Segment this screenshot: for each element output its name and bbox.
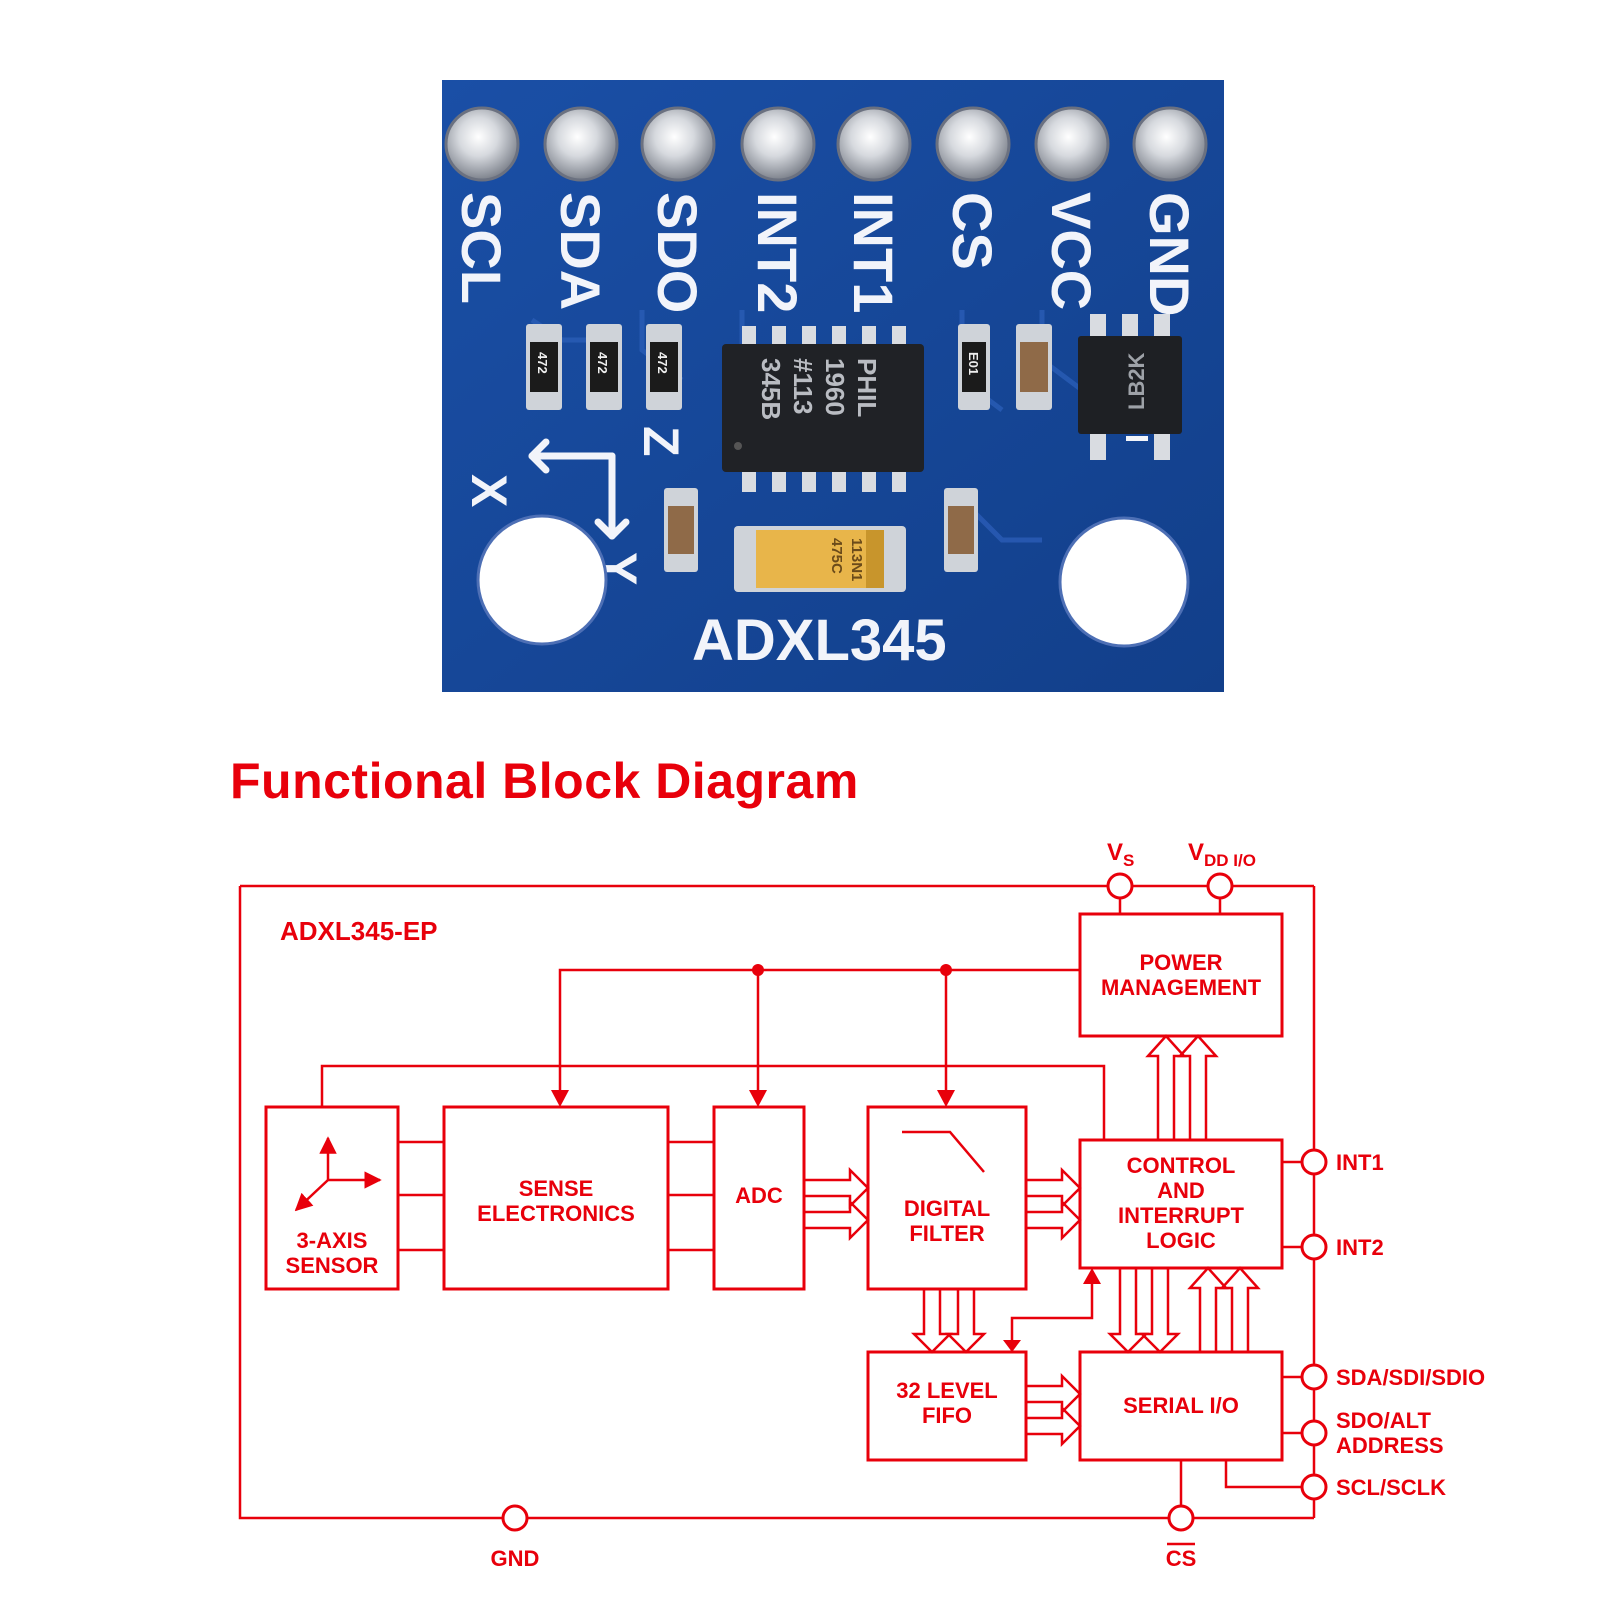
mounting-hole-right: [1058, 516, 1190, 648]
sensor-label-1: 3-AXIS: [297, 1228, 368, 1253]
filter-label-2: FILTER: [909, 1221, 984, 1246]
int2-pin-label: INT2: [1336, 1235, 1384, 1260]
pin-scl: [1300, 1473, 1328, 1501]
fifo-label-1: 32 LEVEL: [896, 1378, 997, 1403]
cs-pin-label: CS: [1166, 1546, 1197, 1571]
sdo-pin-label-2: ADDRESS: [1336, 1433, 1444, 1458]
serial-label: SERIAL I/O: [1123, 1393, 1239, 1418]
diagram-title: Functional Block Diagram: [230, 753, 859, 809]
filter-label-1: DIGITAL: [904, 1196, 990, 1221]
regulator-marking: LB2K: [1124, 352, 1149, 410]
sense-label-2: ELECTRONICS: [477, 1201, 635, 1226]
pin-sdo: [1300, 1419, 1328, 1447]
adc-label: ADC: [735, 1183, 783, 1208]
pin-label-vcc: VCC: [1040, 192, 1103, 310]
control-label-1: CONTROL: [1127, 1153, 1236, 1178]
vs-main: V: [1107, 839, 1123, 866]
power-label-2: MANAGEMENT: [1101, 975, 1262, 1000]
chip-marking-4: PHIL: [852, 358, 882, 417]
int1-pin-label: INT1: [1336, 1150, 1384, 1175]
bus-serial-control: [1187, 1266, 1261, 1352]
pin-label-sda: SDA: [549, 192, 612, 310]
capacitors: E01: [664, 324, 1052, 572]
bus-fifo-serial: [1026, 1372, 1082, 1448]
pin-int1: [1300, 1148, 1328, 1176]
pin-vdd: [1206, 872, 1234, 900]
chip-name-label: ADXL345-EP: [280, 916, 438, 946]
sense-label-1: SENSE: [519, 1176, 594, 1201]
outer-boundary: [238, 884, 1316, 1520]
block-sense-electronics: [442, 1105, 670, 1291]
axis-x-label: X: [461, 474, 517, 507]
block-32-level-fifo: [866, 1350, 1028, 1462]
voltage-regulator: LB2K: [1078, 314, 1182, 460]
cap-label: E01: [966, 352, 981, 375]
pin-cs: [1167, 1504, 1195, 1532]
block-digital-filter: [866, 1105, 1028, 1291]
power-distribution: [551, 964, 1080, 1107]
adxl345-board: SCL SDA SDO INT2 INT1 CS VCC GND 472 472…: [442, 80, 1224, 692]
tantalum-capacitor: 113N1 475C: [734, 526, 906, 592]
tantalum-marking-2: 475C: [828, 538, 845, 574]
chip-marking-1: 345B: [756, 358, 786, 420]
fifo-label-2: FIFO: [922, 1403, 972, 1428]
pin-sda: [1300, 1363, 1328, 1391]
pin-gnd: [501, 1504, 529, 1532]
scl-link: [1224, 1460, 1307, 1489]
bus-filter-control: [1026, 1166, 1082, 1242]
filter-icon: [902, 1130, 985, 1173]
pin-vs: [1106, 872, 1134, 900]
sda-pin-label: SDA/SDI/SDIO: [1336, 1365, 1485, 1390]
bus-control-serial: [1106, 1268, 1182, 1354]
axis-arrows-icon: [294, 1136, 382, 1212]
pin-label-scl: SCL: [450, 192, 513, 304]
control-label-3: INTERRUPT: [1118, 1203, 1244, 1228]
vdd-main: V: [1188, 839, 1204, 866]
pin-label-gnd: GND: [1138, 192, 1201, 316]
resistors: 472 472 472: [526, 324, 682, 410]
resistor-label-3: 472: [655, 352, 670, 374]
vdd-sub: DD I/O: [1204, 851, 1256, 870]
fifo-control-link: [1003, 1268, 1101, 1352]
control-label-2: AND: [1157, 1178, 1205, 1203]
header-pins: [444, 106, 1208, 182]
bus-adc-filter: [804, 1166, 870, 1242]
control-label-4: LOGIC: [1146, 1228, 1216, 1253]
chip-marking-2: #113: [788, 358, 818, 414]
block-3-axis-sensor: [264, 1105, 400, 1291]
vdd-pin-label: VDD I/O: [1188, 839, 1256, 870]
pin-circles: [501, 872, 1328, 1532]
resistor-label-1: 472: [535, 352, 550, 374]
pin-label-sdo: SDO: [646, 192, 709, 313]
bus-filter-fifo: [910, 1289, 988, 1354]
board-name: ADXL345: [692, 608, 947, 673]
resistor-label-2: 472: [595, 352, 610, 374]
vs-sub: S: [1123, 851, 1134, 870]
sdo-pin-label-1: SDO/ALT: [1336, 1408, 1431, 1433]
sensor-control-link: [320, 1064, 1106, 1140]
tantalum-marking-1: 113N1: [848, 538, 865, 581]
adxl345-chip: 345B #113 1960 PHIL: [722, 326, 924, 492]
pin-label-int2: INT2: [746, 192, 809, 313]
gnd-pin-label: GND: [491, 1546, 540, 1571]
vs-pin-label: VS: [1107, 839, 1134, 870]
block-power-management: [1078, 912, 1284, 1038]
power-label-1: POWER: [1139, 950, 1222, 975]
sensor-sense-links: [398, 1140, 714, 1252]
mounting-hole-left: [476, 514, 608, 646]
bus-control-power: [1145, 1034, 1219, 1140]
pin-label-cs: CS: [941, 192, 1004, 270]
pin-label-int1: INT1: [842, 192, 905, 313]
pin-int2: [1300, 1233, 1328, 1261]
block-adc: [712, 1105, 806, 1291]
axis-symbol: [528, 438, 630, 540]
chip-marking-3: 1960: [820, 358, 850, 416]
axis-z-label: Z: [633, 426, 689, 457]
scl-pin-label: SCL/SCLK: [1336, 1475, 1446, 1500]
sensor-label-2: SENSOR: [286, 1253, 379, 1278]
block-control-interrupt-logic: [1078, 1138, 1284, 1270]
